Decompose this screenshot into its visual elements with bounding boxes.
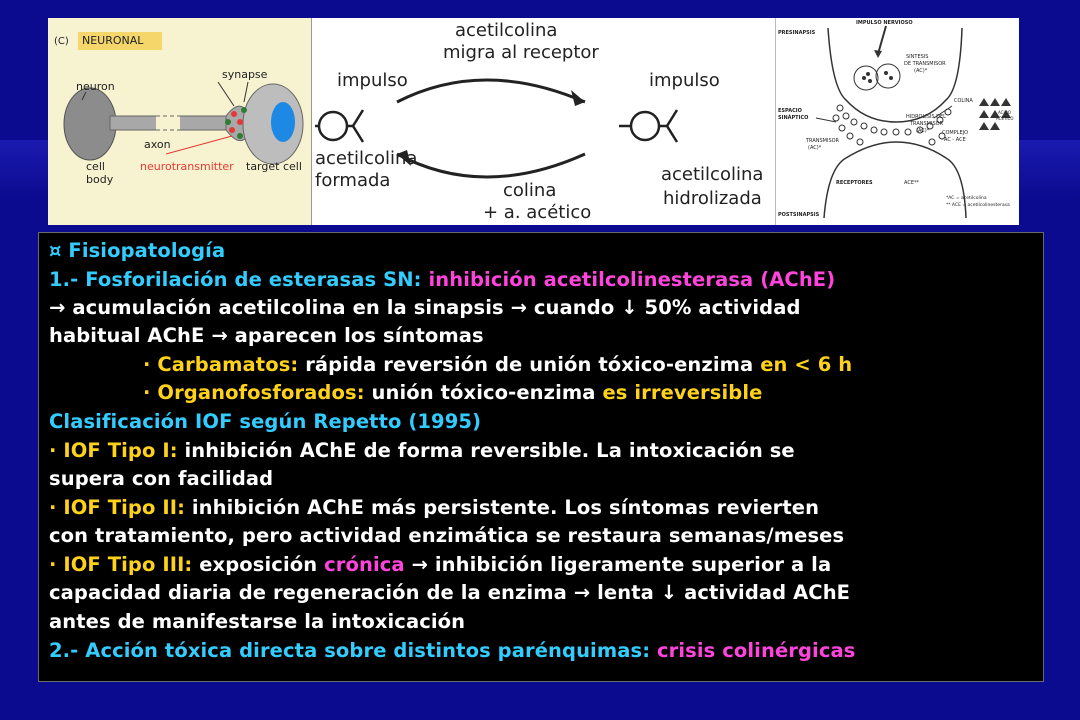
syn-presinapsis: PRESINAPSIS: [778, 30, 816, 36]
line-3: habitual AChE → aparecen los síntomas: [49, 324, 484, 347]
syn-acido: ACIDO: [998, 110, 1011, 115]
syn-ac-3: (AC)*: [808, 145, 822, 151]
hidrolizada-line1: acetilcolina: [661, 164, 764, 185]
cell-label: cell: [86, 160, 105, 173]
iof-tipo-2-cont: con tratamiento, pero actividad enzimáti…: [49, 524, 845, 547]
carbamatos-time: en < 6 h: [760, 353, 853, 376]
hidrolizada-line2: hidrolizada: [663, 188, 762, 209]
neuron-illustration: [63, 81, 304, 165]
syn-colina: COLINA: [954, 98, 973, 104]
colina-line2: + a. acético: [483, 202, 592, 223]
syn-sinaptico: SINÁPTICO: [778, 115, 809, 121]
line-clasificacion: Clasificación IOF según Repetto (1995): [49, 410, 481, 433]
carbamatos-text: rápida reversión de unión tóxico-enzima: [305, 353, 761, 376]
iof-tipo-3-label: · IOF Tipo III:: [49, 553, 200, 576]
cycle-top-line1: acetilcolina: [455, 20, 558, 41]
syn-impulso-nervioso: IMPULSO NERVIOSO: [856, 20, 913, 26]
fosforilacion-label: 1.- Fosforilación de esterasas SN:: [49, 268, 429, 291]
body-label: body: [86, 173, 114, 186]
iof-tipo-1-cont: supera con facilidad: [49, 467, 274, 490]
iof-tipo-3-cont: capacidad diaria de regeneración de la e…: [49, 581, 851, 604]
neurotransmitter-label: neurotransmitter: [140, 160, 234, 173]
formada-line1: acetilcolina: [315, 148, 418, 169]
panel-tag: (C): [54, 36, 69, 47]
neuron-label: neuron: [76, 80, 115, 93]
cycle-illustration: [315, 78, 679, 179]
line-tipo-2-cont: con tratamiento, pero actividad enzimáti…: [49, 524, 844, 547]
line-tipo-1: · IOF Tipo I: inhibición AChE de forma r…: [49, 439, 795, 462]
neuronal-diagram: (C) NEURONAL neuron synapse axon cell bo…: [48, 18, 312, 225]
impulso-right: impulso: [649, 70, 720, 91]
syn-ac-1: (AC)*: [914, 68, 928, 74]
cycle-top-line2: migra al receptor: [443, 42, 599, 63]
content-box: ¤ Fisiopatología 1.- Fosforilación de es…: [38, 232, 1044, 682]
syn-transmisor: TRANSMISOR: [910, 121, 944, 127]
clasificacion-heading: Clasificación IOF según Repetto (1995): [49, 410, 482, 433]
inhibicion-ache-text: inhibición acetilcolinesterasa (AChE): [428, 268, 836, 291]
synapse-illustration: [815, 25, 1011, 219]
syn-acetico: ACÉTICO: [996, 116, 1014, 121]
crisis-colinergicas-text: crisis colinérgicas: [657, 639, 856, 662]
line-carbamatos: · Carbamatos: rápida reversión de unión …: [143, 353, 852, 376]
syn-postsinapsis: POSTSINAPSIS: [778, 212, 820, 218]
syn-ac-2: (AC)*: [916, 128, 930, 134]
iof-tipo-3-text-2: → inhibición ligeramente superior a la: [404, 553, 832, 576]
colina-line1: colina: [503, 180, 557, 201]
organofosforados-text: unión tóxico-enzima: [371, 381, 603, 404]
syn-transmisor-left: TRANSMISOR: [806, 138, 840, 144]
axon-label: axon: [144, 138, 171, 151]
line-1: 1.- Fosforilación de esterasas SN: inhib…: [49, 268, 835, 291]
neuronal-label: NEURONAL: [78, 32, 162, 50]
iof-tipo-1-text: inhibición AChE de forma reversible. La …: [184, 439, 795, 462]
iof-tipo-3-text: exposición: [199, 553, 325, 576]
figure-strip: (C) NEURONAL neuron synapse axon cell bo…: [48, 18, 1019, 225]
target-cell-label: target cell: [246, 160, 302, 173]
iof-tipo-3-cronica: crónica: [324, 553, 405, 576]
syn-ace: ACE**: [904, 180, 919, 186]
line-tipo-3: · IOF Tipo III: exposición crónica → inh…: [49, 553, 831, 576]
syn-complejo: COMPLEJO: [942, 130, 969, 136]
acetylcholine-cycle-diagram: acetilcolina migra al receptor impulso i…: [313, 18, 773, 225]
syn-espacio: ESPACIO: [778, 108, 802, 114]
syn-legend-1: *AC = acetilcolina: [946, 196, 987, 201]
syn-de-transmisor: DE TRANSMISOR: [904, 61, 946, 67]
line-organofosforados: · Organofosforados: unión tóxico-enzima …: [143, 381, 762, 404]
line-accion-toxica: 2.- Acción tóxica directa sobre distinto…: [49, 639, 855, 662]
iof-tipo-3-cont-2: antes de manifestarse la intoxicación: [49, 610, 466, 633]
synapse-schematic: IMPULSO NERVIOSO PRESINAPSIS SINTESIS DE…: [775, 18, 1019, 225]
synapse-label: synapse: [222, 68, 268, 81]
iof-tipo-2-label: · IOF Tipo II:: [49, 496, 192, 519]
line-fisiopatologia: ¤ Fisiopatología: [49, 239, 225, 262]
line-tipo-3-cont: capacidad diaria de regeneración de la e…: [49, 581, 850, 604]
line-tipo-1-cont: supera con facilidad: [49, 467, 273, 490]
habitual-text: habitual AChE → aparecen los síntomas: [49, 324, 484, 347]
syn-ac-ace: AC - ACE: [944, 137, 966, 143]
impulso-left: impulso: [337, 70, 408, 91]
syn-receptores: RECEPTORES: [836, 180, 873, 186]
acumulacion-text: → acumulación acetilcolina en la sinapsi…: [49, 296, 801, 319]
fisiopatologia-heading: ¤ Fisiopatología: [49, 239, 226, 262]
iof-tipo-1-label: · IOF Tipo I:: [49, 439, 185, 462]
line-2: → acumulación acetilcolina en la sinapsi…: [49, 296, 801, 319]
syn-sintesis: SINTESIS: [906, 54, 929, 60]
accion-toxica-label: 2.- Acción tóxica directa sobre distinto…: [49, 639, 657, 662]
line-tipo-2: · IOF Tipo II: inhibición AChE más persi…: [49, 496, 819, 519]
syn-hidrolisis: HIDROLISIS DEL: [906, 114, 946, 120]
formada-line2: formada: [315, 170, 391, 191]
organofosforados-label: · Organofosforados:: [143, 381, 372, 404]
syn-legend-2: ** ACE = acetilcolinesterasa: [946, 203, 1010, 208]
line-tipo-3-cont-2: antes de manifestarse la intoxicación: [49, 610, 465, 633]
iof-tipo-2-text: inhibición AChE más persistente. Los sín…: [191, 496, 820, 519]
carbamatos-label: · Carbamatos:: [143, 353, 306, 376]
organofosforados-irreversible: es irreversible: [602, 381, 763, 404]
